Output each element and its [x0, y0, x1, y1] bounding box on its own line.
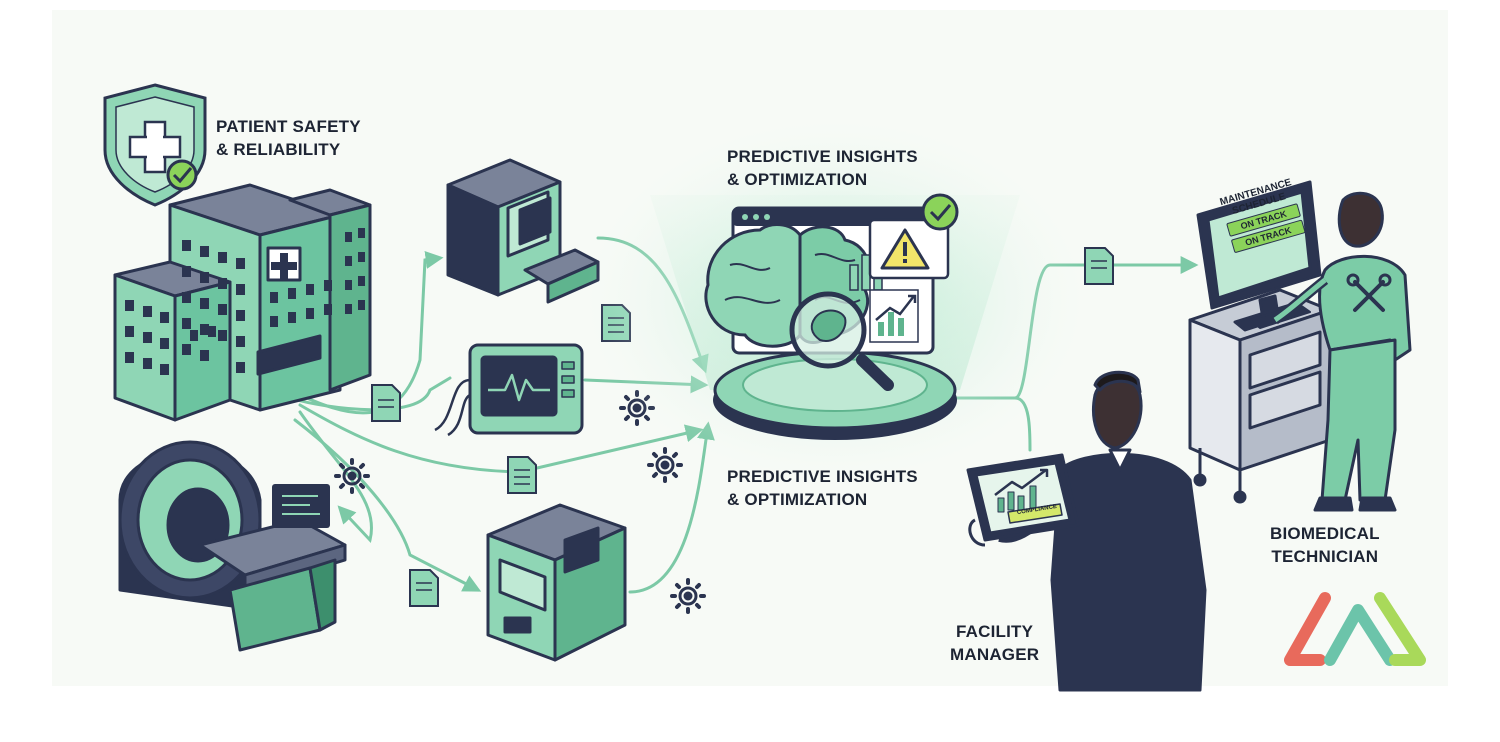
check-badge-icon [921, 193, 959, 231]
patient-monitor [434, 343, 584, 437]
check-badge-icon [166, 159, 198, 191]
predictive-insights-bottom-line-2: & OPTIMIZATION [727, 490, 868, 509]
technician-desk [1188, 288, 1332, 504]
document-icon [371, 247, 1114, 607]
magnifier-icon [789, 291, 894, 391]
predictive-insights-top-line-1: PREDICTIVE INSIGHTS [727, 147, 918, 166]
warning-icon [868, 218, 950, 280]
lab-analyzer-machine [446, 158, 600, 304]
biomedical-technician-label: BIOMEDICAL TECHNICIAN [1270, 522, 1380, 568]
technician-person [1272, 191, 1412, 512]
predictive-insights-bottom-line-1: PREDICTIVE INSIGHTS [727, 467, 918, 486]
patient-safety-line-2: & RELIABILITY [216, 140, 341, 159]
facility-manager-line-1: FACILITY [956, 622, 1034, 641]
biomedical-technician-line-2: TECHNICIAN [1271, 547, 1379, 566]
hospital-windows [125, 228, 365, 375]
compliance-tablet [966, 453, 1080, 547]
wrench-icon [1346, 273, 1392, 312]
facility-manager-label: FACILITY MANAGER [950, 620, 1039, 666]
hospital-building [113, 183, 372, 422]
code-panel-icon [272, 484, 330, 528]
chart-icon [869, 289, 919, 343]
predictive-insights-top-line-2: & OPTIMIZATION [727, 170, 868, 189]
patient-safety-label: PATIENT SAFETY & RELIABILITY [216, 115, 361, 161]
facility-manager-line-2: MANAGER [950, 645, 1040, 664]
biomedical-technician-line-1: BIOMEDICAL [1270, 524, 1380, 543]
predictive-insights-top-label: PREDICTIVE INSIGHTS & OPTIMIZATION [727, 145, 918, 191]
patient-safety-line-1: PATIENT SAFETY [216, 117, 361, 136]
mri-scanner [118, 440, 347, 652]
predictive-insights-bottom-label: PREDICTIVE INSIGHTS & OPTIMIZATION [727, 465, 918, 511]
diagnostic-machine [486, 503, 627, 662]
logo-mark [1284, 592, 1426, 666]
